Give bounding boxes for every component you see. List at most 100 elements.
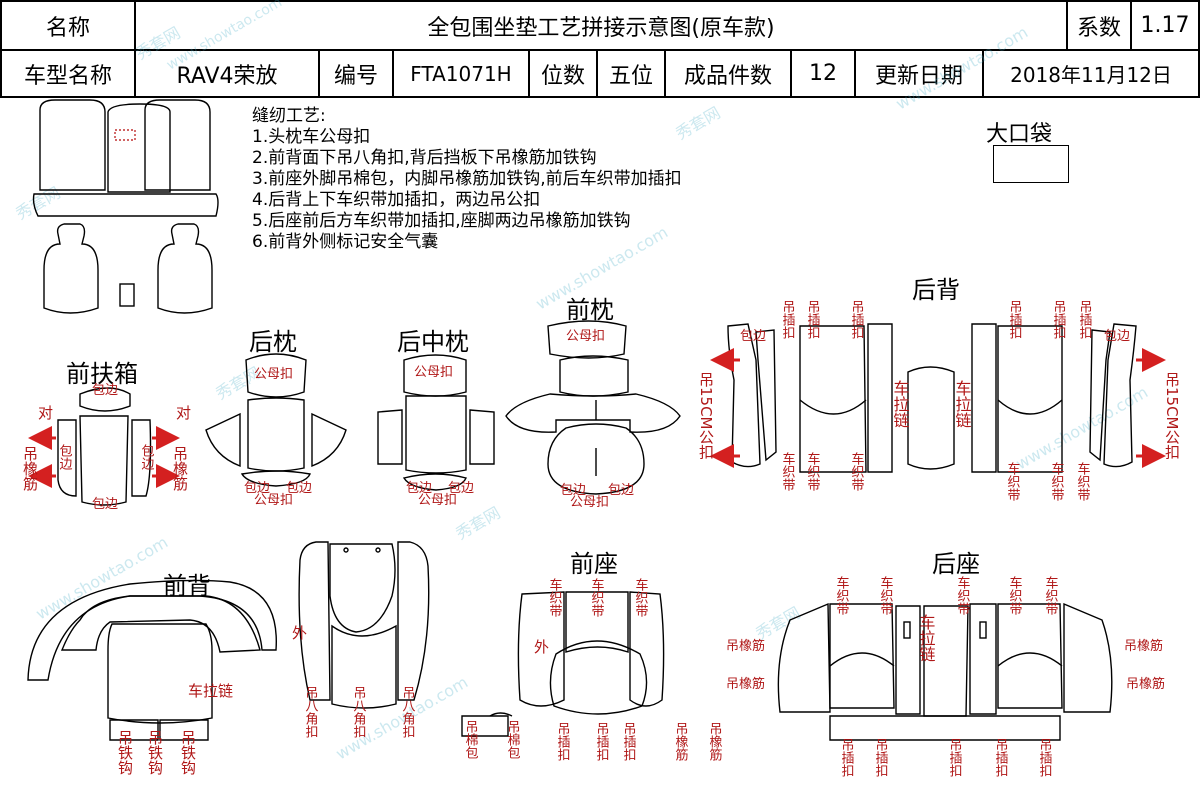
- label-hang-insert: 吊插扣: [1037, 738, 1053, 777]
- label-hang-rubber: 吊橡筋: [726, 638, 765, 654]
- section-rear-middle-headrest: 后中枕: [397, 328, 469, 356]
- section-rear-headrest: 后枕: [249, 328, 297, 356]
- label-car-strap: 车织带: [633, 577, 649, 617]
- label-car-strap: 车织带: [955, 575, 971, 615]
- label-hang-cotton: 吊棉包: [505, 720, 521, 759]
- label-car-strap: 车织带: [1005, 461, 1021, 501]
- note-item: 1.头枕车公母扣: [252, 127, 371, 147]
- rear-back-pattern: [727, 323, 1137, 473]
- label-male-female-snap: 公母扣: [254, 493, 293, 508]
- label-hang-rubber: 吊橡筋: [21, 446, 39, 492]
- watermark-text: www.showtao.com: [533, 222, 672, 313]
- front-seat-pattern: [461, 591, 665, 737]
- section-rear-seat: 后座: [932, 550, 980, 578]
- date-value: 2018年11月12日: [982, 49, 1200, 98]
- section-front-armrest: 前扶箱: [66, 360, 138, 388]
- label-hang-insert: 吊插扣: [849, 300, 865, 339]
- coef-value: 1.17: [1130, 0, 1200, 51]
- label-edge: 包边: [448, 481, 474, 496]
- label-edge: 包边: [244, 481, 270, 496]
- watermark-text: 秀套网: [453, 503, 504, 543]
- label-outer: 外: [292, 624, 307, 642]
- label-edge: 包边: [139, 444, 155, 471]
- label-outer: 外: [534, 638, 549, 656]
- label-edge: 包边: [740, 329, 766, 344]
- code-value: FTA1071H: [392, 49, 530, 98]
- label-car-strap: 车织带: [1007, 575, 1023, 615]
- label-car-zipper: 车拉链: [917, 614, 936, 662]
- note-item: 6.前背外侧标记安全气囊: [252, 232, 439, 252]
- label-hang-15cm-snap: 吊15CM公扣: [697, 372, 715, 461]
- front-armrest-pattern: [57, 387, 152, 506]
- label-male-female-snap: 公母扣: [566, 329, 605, 344]
- label-hang-rubber: 吊橡筋: [726, 676, 765, 692]
- rear-headrest-pattern: [205, 353, 347, 487]
- label-car-strap: 车织带: [589, 577, 605, 617]
- label-hang-iron-hook: 吊铁钩: [146, 730, 164, 776]
- label-car-zipper: 车拉链: [953, 380, 972, 428]
- label-hang-insert: 吊插扣: [839, 738, 855, 777]
- label-hang-rubber: 吊橡筋: [1124, 638, 1163, 654]
- label-hang-octagon: 吊八角扣: [303, 686, 319, 738]
- label-hang-insert: 吊插扣: [805, 300, 821, 339]
- label-hang-insert: 吊插扣: [993, 738, 1009, 777]
- label-hang-insert: 吊插扣: [1051, 300, 1067, 339]
- front-back-pattern: [27, 579, 277, 741]
- label-hang-octagon: 吊八角扣: [400, 686, 416, 738]
- watermark-text: www.showtao.com: [164, 0, 285, 73]
- direction-arrows: [28, 348, 1166, 488]
- label-hang-rubber: 吊橡筋: [707, 722, 723, 761]
- code-label: 编号: [318, 49, 394, 98]
- label-edge: 包边: [1104, 329, 1130, 344]
- section-front-seat: 前座: [570, 550, 618, 578]
- label-edge: 包边: [92, 497, 118, 512]
- header-table: 名称 全包围坐垫工艺拼接示意图(原车款) 系数 1.17 车型名称 RAV4荣放…: [0, 0, 1200, 98]
- note-item: 3.前座外脚吊棉包，内脚吊橡筋加铁钩,前后车织带加插扣: [252, 169, 682, 189]
- note-item: 4.后背上下车织带加插扣，两边吊公扣: [252, 190, 541, 210]
- label-car-strap: 车织带: [1049, 461, 1065, 501]
- label-edge: 包边: [57, 444, 73, 471]
- label-edge: 包边: [92, 383, 118, 398]
- label-hang-rubber: 吊橡筋: [171, 446, 189, 492]
- label-hang-insert: 吊插扣: [1007, 300, 1023, 339]
- watermark-text: 秀套网: [673, 103, 724, 143]
- sewing-notes: 缝纫工艺: 1.头枕车公母扣 2.前背面下吊八角扣,背后挡板下吊橡筋加铁钩 3.…: [252, 106, 682, 253]
- label-hang-iron-hook: 吊铁钩: [179, 730, 197, 776]
- label-car-strap: 车织带: [780, 451, 796, 491]
- label-edge: 包边: [406, 481, 432, 496]
- notes-title: 缝纫工艺:: [252, 106, 326, 126]
- watermark-text: www.showtao.com: [33, 532, 172, 623]
- model-value: RAV4荣放: [134, 49, 320, 98]
- section-rear-back: 后背: [912, 276, 960, 304]
- watermark-text: 秀套网: [753, 603, 804, 643]
- rear-seat-pattern: [777, 602, 1113, 741]
- label-edge: 包边: [608, 483, 634, 498]
- front-headrest-pattern: [505, 320, 681, 495]
- label-hang-iron-hook: 吊铁钩: [116, 730, 134, 776]
- label-hang-insert: 吊插扣: [555, 722, 571, 761]
- section-front-headrest: 前枕: [566, 296, 614, 324]
- label-hang-insert: 吊插扣: [873, 738, 889, 777]
- label-hang-cotton: 吊棉包: [463, 720, 479, 759]
- seats-value: 五位: [596, 49, 666, 98]
- label-hang-insert: 吊插扣: [947, 738, 963, 777]
- label-car-zipper: 车拉链: [891, 380, 910, 428]
- watermark-text: 秀套网: [13, 183, 64, 223]
- label-hang-insert: 吊插扣: [780, 300, 796, 339]
- label-hang-rubber: 吊橡筋: [673, 722, 689, 761]
- label-male-female-snap: 公母扣: [254, 367, 293, 382]
- label-male-female-snap: 公母扣: [570, 495, 609, 510]
- label-pair: 对: [38, 404, 53, 422]
- big-bag-title: 大口袋: [986, 122, 1053, 147]
- label-car-strap: 车织带: [878, 575, 894, 615]
- label-hang-rubber: 吊橡筋: [1126, 676, 1165, 692]
- rear-middle-headrest-pattern: [377, 354, 495, 491]
- seats-label: 位数: [528, 49, 598, 98]
- label-hang-insert: 吊插扣: [1077, 300, 1093, 339]
- label-male-female-snap: 公母扣: [414, 365, 453, 380]
- label-car-strap: 车织带: [805, 451, 821, 491]
- name-label: 名称: [0, 0, 136, 51]
- label-car-zipper: 车拉链: [188, 682, 233, 700]
- note-item: 5.后座前后方车织带加插扣,座脚两边吊橡筋加铁钩: [252, 211, 631, 231]
